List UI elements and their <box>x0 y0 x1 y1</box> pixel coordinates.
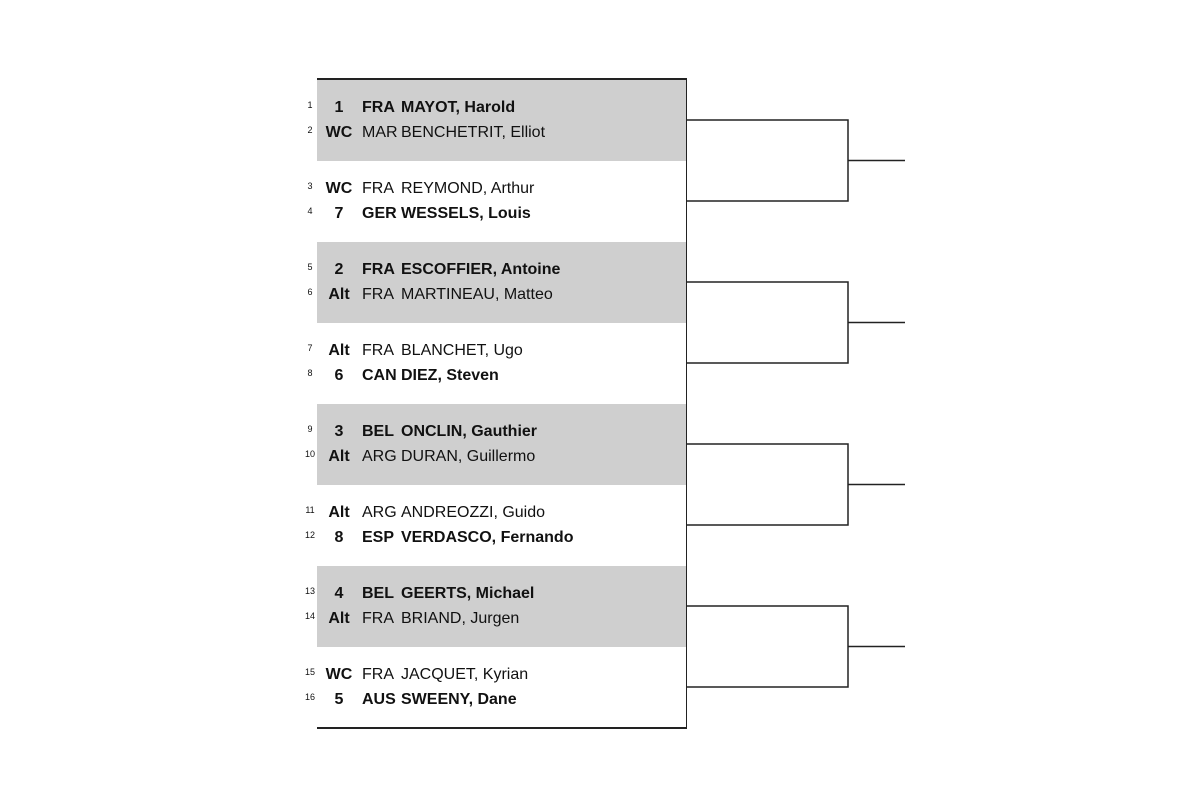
draw-position: 16 <box>304 692 315 702</box>
player-name: REYMOND, Arthur <box>401 180 535 197</box>
nationality: BEL <box>362 423 394 440</box>
player-row: 14 Alt FRA BRIAND, Jurgen <box>300 608 680 630</box>
nationality: AUS <box>362 691 396 708</box>
match-5 <box>317 404 687 485</box>
draw-position: 6 <box>307 287 313 297</box>
match-8 <box>317 647 687 728</box>
draw-position: 7 <box>307 343 313 353</box>
draw-top-rule <box>317 78 687 80</box>
bracket-connector <box>687 443 905 526</box>
draw-bottom-rule <box>317 727 687 729</box>
nationality: FRA <box>362 342 394 359</box>
nationality: FRA <box>362 610 394 627</box>
nationality: FRA <box>362 666 394 683</box>
player-row: 9 3 BEL ONCLIN, Gauthier <box>300 421 680 443</box>
player-row: 15 WC FRA JACQUET, Kyrian <box>300 664 680 686</box>
draw-position: 5 <box>307 262 313 272</box>
seed-label: 2 <box>334 261 344 278</box>
draw-position: 13 <box>304 586 315 596</box>
player-name: WESSELS, Louis <box>401 205 531 222</box>
seed-label: Alt <box>328 342 350 359</box>
match-1 <box>317 80 687 161</box>
nationality: CAN <box>362 367 397 384</box>
player-row: 7 Alt FRA BLANCHET, Ugo <box>300 340 680 362</box>
player-name: GEERTS, Michael <box>401 585 535 602</box>
seed-label: 7 <box>334 205 344 222</box>
player-row: 6 Alt FRA MARTINEAU, Matteo <box>300 284 680 306</box>
player-row: 16 5 AUS SWEENY, Dane <box>300 689 680 711</box>
seed-label: Alt <box>328 504 350 521</box>
match-4 <box>317 323 687 404</box>
nationality: MAR <box>362 124 398 141</box>
player-name: JACQUET, Kyrian <box>401 666 529 683</box>
bracket-connector <box>687 605 905 688</box>
player-row: 1 1 FRA MAYOT, Harold <box>300 97 680 119</box>
bracket-connector <box>687 281 905 364</box>
draw-position: 11 <box>305 505 315 515</box>
player-row: 5 2 FRA ESCOFFIER, Antoine <box>300 259 680 281</box>
draw-position: 9 <box>307 424 313 434</box>
player-name: BENCHETRIT, Elliot <box>401 124 546 141</box>
player-name: BLANCHET, Ugo <box>401 342 523 359</box>
nationality: FRA <box>362 180 394 197</box>
nationality: FRA <box>362 261 395 278</box>
draw-position: 1 <box>307 100 313 110</box>
nationality: GER <box>362 205 397 222</box>
draw-position: 14 <box>304 611 315 621</box>
player-name: MAYOT, Harold <box>401 99 516 116</box>
player-name: ANDREOZZI, Guido <box>401 504 546 521</box>
seed-label: Alt <box>328 286 350 303</box>
draw-position: 15 <box>304 667 315 677</box>
draw-position: 2 <box>307 125 313 135</box>
player-name: ONCLIN, Gauthier <box>401 423 538 440</box>
nationality: ESP <box>362 529 395 546</box>
match-2 <box>317 161 687 242</box>
seed-label: Alt <box>328 448 350 465</box>
draw-position: 8 <box>307 368 313 378</box>
nationality: ARG <box>362 504 397 521</box>
seed-label: 6 <box>334 367 344 384</box>
match-3 <box>317 242 687 323</box>
seed-label: WC <box>325 180 353 197</box>
seed-label: WC <box>325 124 353 141</box>
player-name: VERDASCO, Fernando <box>401 529 574 546</box>
seed-label: 4 <box>334 585 344 602</box>
match-6 <box>317 485 687 566</box>
player-row: 13 4 BEL GEERTS, Michael <box>300 583 680 605</box>
player-name: SWEENY, Dane <box>401 691 517 708</box>
bracket-connector <box>687 119 905 202</box>
player-name: BRIAND, Jurgen <box>401 610 520 627</box>
seed-label: 5 <box>334 691 344 708</box>
nationality: BEL <box>362 585 394 602</box>
player-name: ESCOFFIER, Antoine <box>401 261 561 278</box>
player-row: 3 WC FRA REYMOND, Arthur <box>300 178 680 200</box>
player-name: DIEZ, Steven <box>401 367 499 384</box>
draw-position: 10 <box>304 449 315 459</box>
nationality: ARG <box>362 448 397 465</box>
seed-label: WC <box>325 666 353 683</box>
nationality: FRA <box>362 99 395 116</box>
draw-position: 12 <box>304 530 315 540</box>
bracket-lines <box>687 119 905 688</box>
draw-position: 4 <box>307 206 313 216</box>
draw-position: 3 <box>307 181 313 191</box>
seed-label: Alt <box>328 610 350 627</box>
player-row: 12 8 ESP VERDASCO, Fernando <box>300 527 680 549</box>
seed-label: 3 <box>334 423 344 440</box>
seed-label: 8 <box>334 529 344 546</box>
nationality: FRA <box>362 286 394 303</box>
match-7 <box>317 566 687 647</box>
seed-label: 1 <box>334 99 344 116</box>
player-name: MARTINEAU, Matteo <box>401 286 553 303</box>
player-name: DURAN, Guillermo <box>401 448 536 465</box>
